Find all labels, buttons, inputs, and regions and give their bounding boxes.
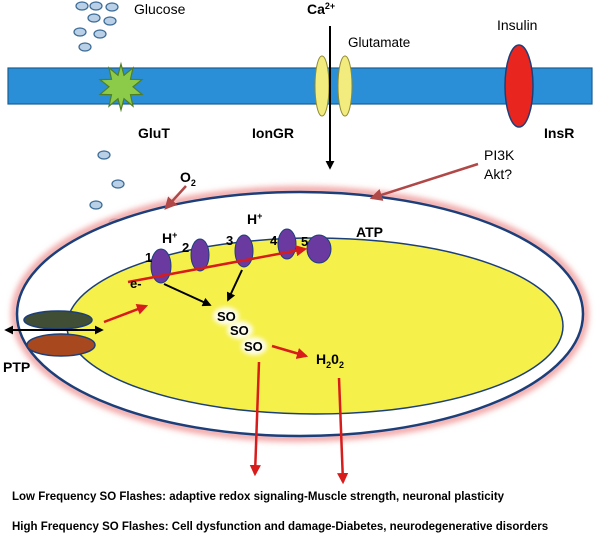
h2o2-down-arrow bbox=[337, 377, 349, 485]
mito-matrix bbox=[66, 237, 564, 415]
glut-transporter-icon bbox=[98, 61, 144, 113]
low-frequency-caption: Low Frequency SO Flashes: adaptive redox… bbox=[12, 491, 505, 503]
so-label-3: SO bbox=[244, 339, 263, 354]
electron-flow-arrow bbox=[127, 245, 308, 284]
plasma-membrane bbox=[7, 67, 593, 105]
insr-label: InsR bbox=[544, 125, 574, 141]
insulin-label: Insulin bbox=[497, 17, 537, 33]
o2-label: O2 bbox=[180, 169, 196, 188]
so-down-arrow bbox=[249, 361, 261, 477]
h2o2-label: H202 bbox=[316, 351, 344, 370]
ptp-label: PTP bbox=[3, 359, 30, 375]
iongr-label: IonGR bbox=[252, 125, 294, 141]
high-frequency-caption: High Frequency SO Flashes: Cell dysfunct… bbox=[12, 521, 548, 533]
etc-complex-icon bbox=[150, 228, 332, 284]
pi3k-label: PI3K bbox=[484, 147, 515, 163]
mito-outer-glow bbox=[11, 186, 589, 442]
electron-label: e- bbox=[130, 276, 142, 291]
h-plus-label-1: H+ bbox=[162, 230, 177, 246]
ptp-to-etc-arrow bbox=[103, 303, 149, 324]
complex-5-label: 5 bbox=[301, 234, 308, 249]
glut-label: GluT bbox=[138, 125, 170, 141]
o2-arrow bbox=[164, 185, 187, 210]
insulin-receptor-icon bbox=[504, 44, 534, 128]
pi3k-arrow bbox=[369, 162, 479, 201]
complex-1-label: 1 bbox=[145, 250, 152, 265]
akt-label: Akt? bbox=[484, 166, 512, 182]
complex-3-label: 3 bbox=[226, 233, 233, 248]
ptp-pore-icon bbox=[4, 310, 104, 357]
ca-label: Ca2+ bbox=[307, 1, 335, 17]
so-label-2: SO bbox=[230, 323, 249, 338]
complex3-to-so-arrow bbox=[226, 269, 243, 302]
complex-4-label: 4 bbox=[270, 233, 278, 248]
glutamate-label: Glutamate bbox=[348, 35, 410, 50]
h-plus-label-2: H+ bbox=[247, 211, 262, 227]
glucose-label: Glucose bbox=[134, 1, 186, 17]
so-label-1: SO bbox=[217, 309, 236, 324]
complex-2-label: 2 bbox=[182, 240, 189, 255]
atp-label: ATP bbox=[356, 224, 383, 240]
so-flash-glow bbox=[213, 307, 267, 355]
complex1-to-so-arrow bbox=[163, 283, 212, 307]
so-to-h2o2-arrow bbox=[271, 344, 309, 359]
